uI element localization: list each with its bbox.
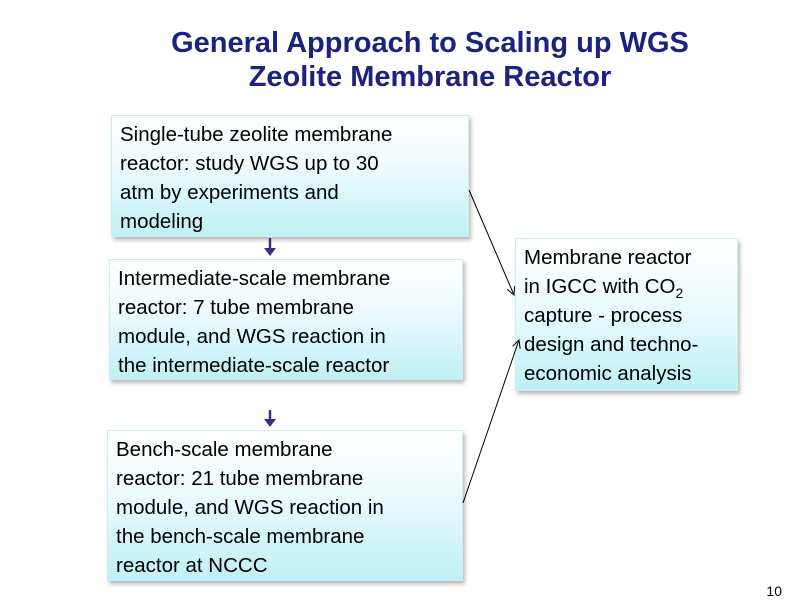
box-text-line: module, and WGS reaction in bbox=[118, 325, 386, 348]
down-arrow-icon bbox=[264, 410, 276, 427]
box-text-line: economic analysis bbox=[524, 362, 692, 385]
slide-title-line-2: Zeolite Membrane Reactor bbox=[248, 61, 612, 93]
igcc-process-design-box: Membrane reactor in IGCC with CO2 captur… bbox=[515, 238, 738, 391]
box-text-line: module, and WGS reaction in bbox=[116, 496, 384, 519]
slide-title-line-1: General Approach to Scaling up WGS bbox=[171, 27, 689, 59]
single-tube-reactor-box: Single-tube zeolite membrane reactor: st… bbox=[111, 115, 469, 237]
slide-number: 10 bbox=[766, 583, 782, 599]
box-text-line-co2: in IGCC with CO2 bbox=[524, 272, 729, 301]
box-text-line: Single-tube zeolite membrane bbox=[120, 123, 393, 146]
box-text-line: the bench-scale membrane bbox=[116, 525, 365, 548]
box-text-line: modeling bbox=[120, 210, 204, 233]
box-text-line: reactor: 21 tube membrane bbox=[116, 467, 364, 490]
box-text-line: the intermediate-scale reactor bbox=[118, 354, 390, 377]
box-text-line: reactor: 7 tube membrane bbox=[118, 296, 354, 319]
box-text-line: Bench-scale membrane bbox=[116, 438, 333, 461]
box-text-line: reactor at NCCC bbox=[116, 554, 268, 577]
box-text-line: Intermediate-scale membrane bbox=[118, 267, 391, 290]
slide-title: General Approach to Scaling up WGS Zeoli… bbox=[80, 26, 780, 94]
co2-prefix: in IGCC with CO bbox=[524, 275, 676, 298]
box-text-line: capture - process bbox=[524, 304, 683, 327]
connector-arrow-bottom bbox=[462, 340, 519, 504]
intermediate-scale-reactor-box: Intermediate-scale membrane reactor: 7 t… bbox=[109, 259, 463, 380]
down-arrow-icon bbox=[264, 238, 276, 256]
box-text-line: atm by experiments and bbox=[120, 181, 339, 204]
box-text-line: reactor: study WGS up to 30 bbox=[120, 152, 379, 175]
co2-subscript: 2 bbox=[675, 285, 684, 301]
box-text-line: Membrane reactor bbox=[524, 246, 692, 269]
bench-scale-reactor-box: Bench-scale membrane reactor: 21 tube me… bbox=[107, 430, 463, 581]
box-text-line: design and techno- bbox=[524, 333, 699, 356]
connector-arrow-top bbox=[468, 189, 514, 295]
